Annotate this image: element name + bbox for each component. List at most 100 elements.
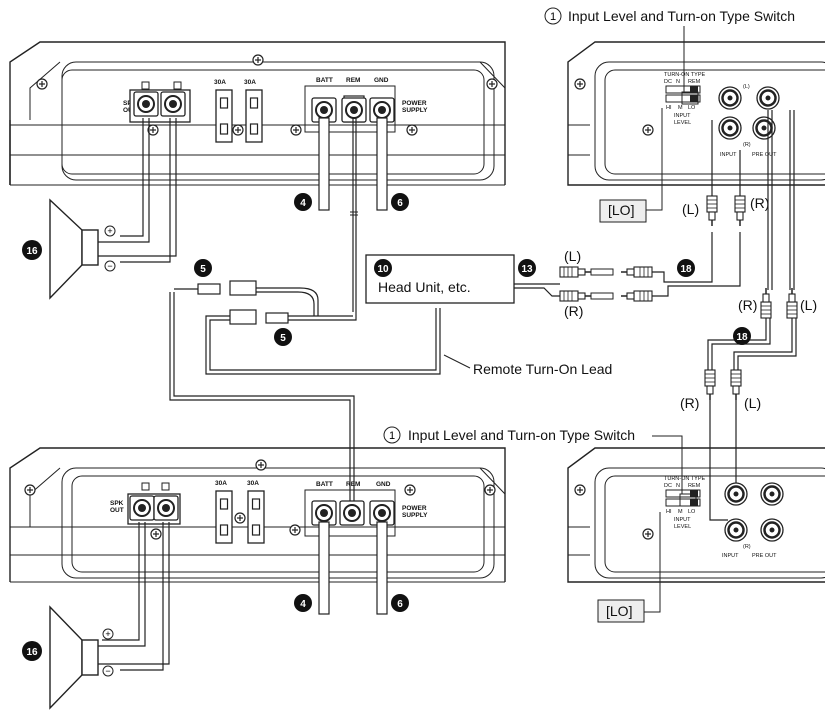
callout-5-lower: 5 bbox=[274, 328, 292, 346]
callout-6-bottom: 6 bbox=[391, 594, 409, 612]
fuse-icon bbox=[215, 89, 233, 143]
bottom-amp-power-wires bbox=[318, 521, 388, 615]
svg-text:SUPPLY: SUPPLY bbox=[402, 512, 428, 519]
svg-text:5: 5 bbox=[280, 333, 286, 344]
screw-icon bbox=[406, 124, 418, 136]
batt-label: BATT bbox=[316, 77, 333, 84]
svg-text:(L): (L) bbox=[743, 84, 750, 90]
svg-text:+: + bbox=[107, 226, 112, 236]
switch-callout-bottom: 1 Input Level and Turn-on Type Switch [L… bbox=[383, 426, 697, 623]
fuse-icon bbox=[245, 89, 263, 143]
turn-on-switch[interactable] bbox=[665, 85, 701, 94]
minus-icon bbox=[102, 665, 114, 677]
speaker-top: + − bbox=[49, 118, 177, 300]
remote-lead-pointer bbox=[443, 354, 471, 369]
svg-text:30A: 30A bbox=[215, 480, 227, 487]
svg-text:18: 18 bbox=[736, 332, 748, 343]
fuse-icon bbox=[247, 490, 265, 544]
screw-icon bbox=[404, 484, 416, 496]
svg-text:REM: REM bbox=[688, 79, 701, 85]
amplifier-bottom-right: TURN-ON TYPE DC N REM HI M LO INPUT LEVE… bbox=[567, 447, 825, 583]
lo-label-top: [LO] bbox=[608, 202, 634, 218]
speaker-terminal-plus bbox=[129, 495, 155, 521]
remote-lead-label: Remote Turn-On Lead bbox=[473, 361, 612, 377]
screw-icon bbox=[234, 512, 246, 524]
svg-text:BATT: BATT bbox=[316, 481, 333, 488]
rca-plug-icon bbox=[559, 266, 592, 278]
screw-icon bbox=[486, 78, 498, 90]
svg-text:16: 16 bbox=[26, 647, 38, 658]
svg-text:5: 5 bbox=[200, 264, 206, 275]
head-unit-rca-cables: (L) (R) bbox=[514, 232, 741, 319]
svg-text:M: M bbox=[678, 105, 683, 111]
screw-icon bbox=[642, 528, 654, 540]
speaker-terminal-minus bbox=[160, 91, 186, 117]
fuse-icon bbox=[215, 490, 233, 544]
svg-text:SPK: SPK bbox=[110, 500, 124, 507]
svg-text:REM: REM bbox=[346, 481, 360, 488]
rem-terminal bbox=[341, 97, 367, 123]
callout-16-bottom: 16 bbox=[22, 641, 42, 661]
plus-icon bbox=[104, 225, 116, 237]
svg-text:REM: REM bbox=[688, 483, 701, 489]
amplifier-top-left: SPK OUT 30A 30A BATT REM GND POWER SUPPL… bbox=[9, 41, 506, 186]
screw-icon bbox=[484, 484, 496, 496]
input-jack-r[interactable] bbox=[717, 115, 743, 141]
svg-text:INPUT: INPUT bbox=[722, 553, 739, 559]
preout-jack-l[interactable] bbox=[755, 85, 781, 111]
input-jack-r[interactable] bbox=[723, 517, 749, 543]
svg-text:HI: HI bbox=[666, 509, 672, 515]
lo-label-bottom: [LO] bbox=[606, 603, 632, 619]
svg-text:(R): (R) bbox=[680, 395, 699, 411]
bullet-connector-icon bbox=[229, 309, 257, 325]
rem-terminal bbox=[339, 500, 365, 526]
svg-text:(R): (R) bbox=[743, 544, 751, 550]
switch-callout-top: 1 Input Level and Turn-on Type Switch [L… bbox=[544, 7, 795, 223]
callout-18-upper: 18 bbox=[677, 259, 695, 277]
callout-10: 10 bbox=[374, 259, 392, 277]
top-panel bbox=[61, 69, 485, 175]
callout-16-top: 16 bbox=[22, 240, 42, 260]
svg-text:(R): (R) bbox=[564, 303, 583, 319]
minus-mark-icon bbox=[161, 482, 170, 491]
svg-text:INPUT: INPUT bbox=[720, 152, 737, 158]
svg-text:SUPPLY: SUPPLY bbox=[402, 107, 428, 114]
svg-text:1: 1 bbox=[389, 430, 395, 442]
svg-text:(R): (R) bbox=[738, 297, 757, 313]
svg-text:(L): (L) bbox=[744, 395, 761, 411]
screw-icon bbox=[255, 459, 267, 471]
svg-text:N: N bbox=[676, 79, 680, 85]
speaker-terminal-minus bbox=[153, 495, 179, 521]
input-jack-l[interactable] bbox=[723, 481, 749, 507]
svg-text:30A: 30A bbox=[244, 79, 256, 86]
svg-text:INPUT: INPUT bbox=[674, 517, 691, 523]
input-level-label: INPUT bbox=[674, 113, 691, 119]
screw-icon bbox=[150, 528, 162, 540]
svg-text:16: 16 bbox=[26, 246, 38, 257]
speaker-bottom: + − bbox=[49, 522, 170, 710]
svg-text:18: 18 bbox=[680, 264, 692, 275]
screw-icon bbox=[252, 54, 264, 66]
rca-plug-icon bbox=[734, 195, 746, 227]
svg-text:(L): (L) bbox=[564, 248, 581, 264]
bullet-connector-icon bbox=[265, 312, 289, 324]
turn-on-type-label: TURN-ON TYPE bbox=[664, 72, 705, 78]
svg-text:HI: HI bbox=[666, 105, 672, 111]
preout-jack-r[interactable] bbox=[759, 517, 785, 543]
svg-text:(L): (L) bbox=[682, 201, 699, 217]
svg-text:1: 1 bbox=[550, 11, 556, 23]
svg-text:OUT: OUT bbox=[110, 507, 124, 514]
svg-text:−: − bbox=[107, 261, 112, 271]
screw-icon bbox=[574, 78, 586, 90]
svg-text:10: 10 bbox=[377, 264, 389, 275]
top-right-rca-plugs: (L) (R) (R) (L) (R) (L) bbox=[680, 110, 817, 521]
head-unit-box: 10 Head Unit, etc. bbox=[365, 254, 515, 304]
screw-icon bbox=[642, 124, 654, 136]
input-level-switch[interactable] bbox=[665, 94, 701, 103]
preout-jack-l[interactable] bbox=[759, 481, 785, 507]
screw-icon bbox=[232, 124, 244, 136]
svg-text:30A: 30A bbox=[247, 480, 259, 487]
amplifier-top-right: TURN-ON TYPE DC N REM HI M LO INPUT LEVE… bbox=[567, 41, 825, 186]
input-jack-l[interactable] bbox=[717, 85, 743, 111]
